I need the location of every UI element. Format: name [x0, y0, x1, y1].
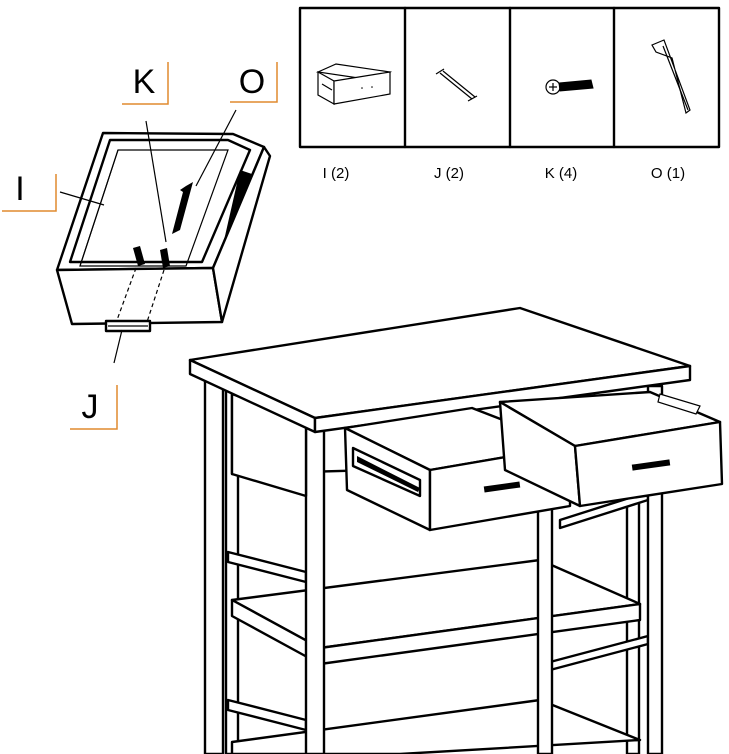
callout-k: K — [133, 63, 156, 101]
part-label-o: O (1) — [651, 165, 685, 182]
part-label-j: J (2) — [434, 165, 464, 182]
cabinet-illustration — [188, 306, 724, 754]
callout-j: J — [82, 388, 99, 426]
parts-table: I (2) J (2) K (4) O (1) — [298, 6, 721, 182]
allen-key-icon — [651, 39, 691, 115]
callout-i: I — [15, 170, 24, 208]
part-label-k: K (4) — [545, 165, 578, 182]
front-left-leg — [203, 374, 225, 754]
handle-icon — [435, 68, 478, 102]
front-center-leg — [304, 418, 326, 754]
right-open-drawer — [498, 390, 724, 508]
callout-brackets — [2, 62, 278, 430]
leader-j — [113, 329, 123, 364]
leader-k — [145, 120, 167, 243]
leader-o — [195, 109, 237, 187]
callout-leaders — [59, 109, 237, 364]
drawer-icon — [315, 63, 393, 106]
screw-icon — [545, 79, 594, 95]
drawer-detail-illustration — [55, 131, 272, 333]
part-label-i: I (2) — [323, 165, 350, 182]
leader-i — [59, 191, 105, 206]
callout-o: O — [239, 63, 265, 101]
